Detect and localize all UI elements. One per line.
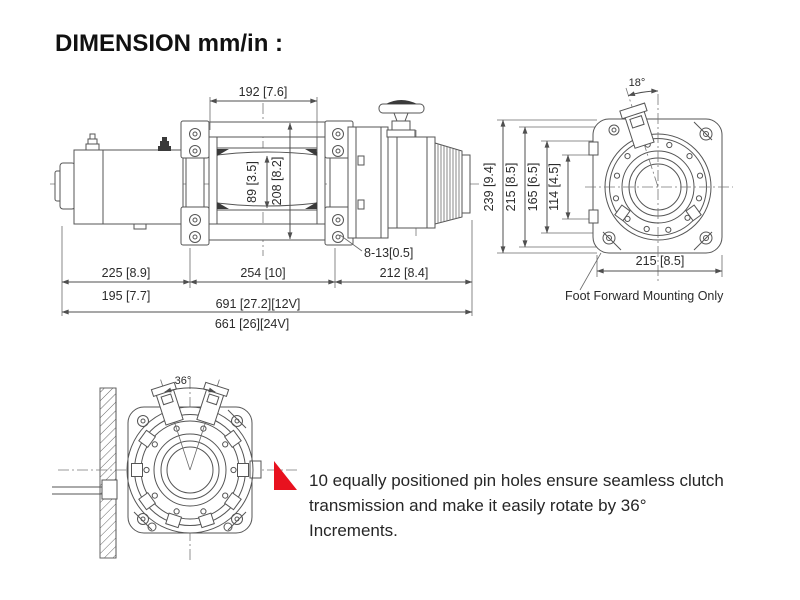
motor (54, 133, 184, 230)
end-view-dimensions: 18° 239 [9.4] 215 [8.5] 165 [6.5] 114 [4… (482, 77, 724, 303)
foot-forward-caption: Foot Forward Mounting Only (565, 289, 724, 303)
lever-position-right (196, 381, 230, 426)
gearbox (347, 126, 436, 239)
dim-gear-section: 212 [8.4] (380, 266, 429, 280)
dim-overall-24v: 661 [26][24V] (215, 317, 289, 331)
dim-end-width: 215 [8.5] (636, 254, 685, 268)
right-tie-plate (324, 120, 354, 246)
dim-drum-length: 192 [7.6] (239, 85, 288, 99)
side-view: 192 [7.6] 89 [3.5] 208 [8.2] 8-13[0.5] 2… (50, 85, 480, 331)
dim-end-overall-height: 239 [9.4] (482, 163, 496, 212)
clutch-housing (434, 142, 471, 225)
dim-motor-alt: 195 [7.7] (102, 289, 151, 303)
rotation-view-dimensions: 36° (164, 375, 216, 393)
end-view-housing (585, 87, 733, 282)
note-text: 10 equally positioned pin holes ensure s… (309, 468, 729, 543)
rotation-housing (126, 379, 262, 534)
red-pointer-icon (274, 461, 297, 490)
dim-center-section: 254 [10] (240, 266, 285, 280)
mounting-wall (52, 387, 118, 559)
dim-bolt-height: 215 [8.5] (504, 163, 518, 212)
note-line-3: Increments. (309, 521, 398, 540)
dim-overall-height: 208 [8.2] (270, 157, 284, 206)
clutch-lever-18 (619, 102, 655, 149)
pin-holes (143, 425, 237, 515)
dim-motor-section: 225 [8.9] (102, 266, 151, 280)
left-tie-plate (180, 120, 210, 246)
note-line-1: 10 equally positioned pin holes ensure s… (309, 471, 724, 490)
lever-position-left (150, 381, 184, 426)
clutch-handle (378, 100, 425, 138)
dim-step-angle: 36° (175, 375, 192, 387)
dim-lever-angle: 18° (629, 77, 646, 89)
dim-bore-height: 114 [4.5] (547, 163, 561, 211)
side-view-dimensions: 192 [7.6] 89 [3.5] 208 [8.2] 8-13[0.5] 2… (61, 85, 473, 331)
dim-flange-height: 165 [6.5] (526, 163, 540, 212)
end-view: 18° 239 [9.4] 215 [8.5] 165 [6.5] 114 [4… (482, 77, 733, 303)
rotation-view: 36° (52, 375, 298, 562)
dim-overall-12v: 691 [27.2][12V] (216, 297, 301, 311)
note-line-2: transmission and make it easily rotate b… (309, 496, 647, 515)
dim-mount-holes: 8-13[0.5] (364, 246, 413, 260)
page-title: DIMENSION mm/in : (55, 30, 284, 57)
dim-drum-diameter: 89 [3.5] (245, 161, 259, 203)
